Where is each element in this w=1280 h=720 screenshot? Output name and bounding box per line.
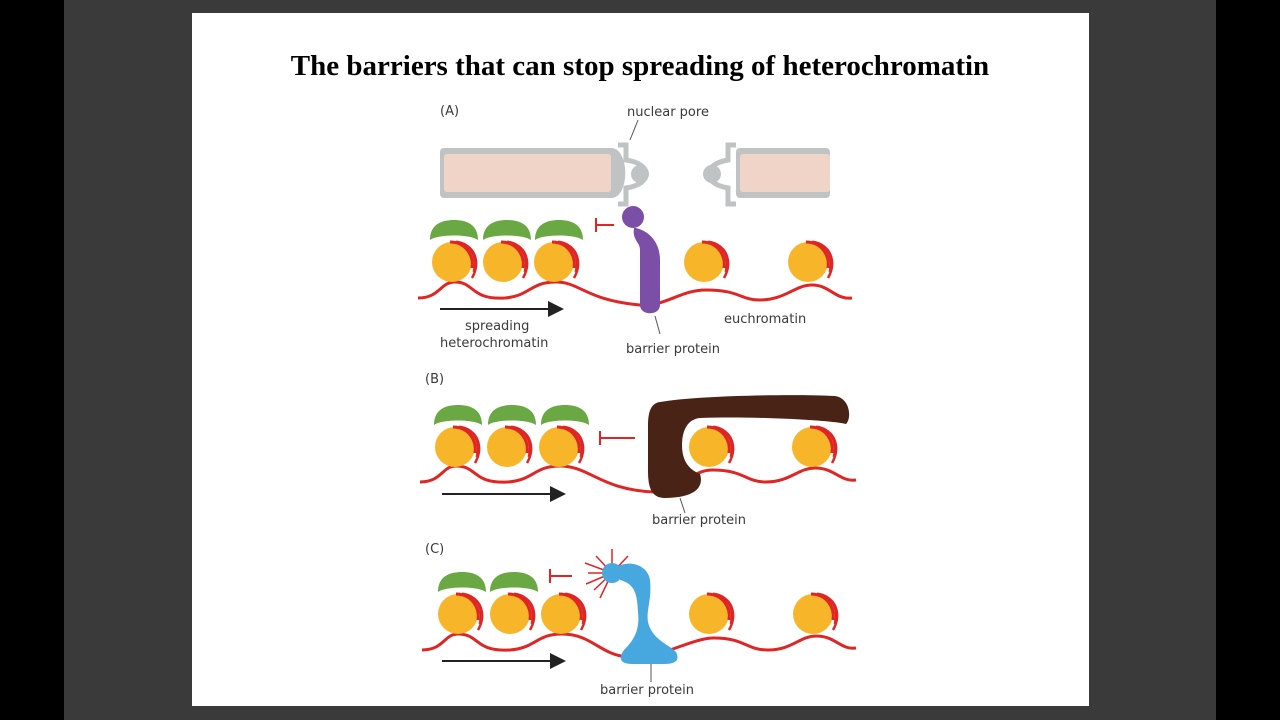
dna-strand-a bbox=[417, 280, 853, 307]
heterochromatin-protein bbox=[541, 405, 589, 425]
barrier-protein-label-b: barrier protein bbox=[652, 513, 746, 528]
heterochromatin-protein bbox=[490, 572, 538, 592]
nucleosome bbox=[532, 240, 580, 284]
heterochromatin-protein bbox=[483, 220, 531, 240]
heterochromatin-label: heterochromatin bbox=[440, 336, 548, 351]
panel-a: (A) nuclear pore bbox=[417, 104, 853, 357]
barrier-protein-a bbox=[622, 206, 660, 314]
barrier-leader-b bbox=[679, 497, 686, 514]
panel-a-letter: (A) bbox=[440, 104, 459, 119]
nucleosome bbox=[786, 240, 834, 284]
nuclear-pore-label: nuclear pore bbox=[627, 105, 709, 120]
panel-b-letter: (B) bbox=[425, 372, 444, 387]
nucleosome bbox=[488, 592, 536, 636]
barrier-protein-c bbox=[602, 563, 678, 664]
nuclear-envelope-right bbox=[703, 142, 830, 207]
spreading-label: spreading bbox=[465, 319, 529, 334]
nucleosome bbox=[481, 240, 529, 284]
inhibition-symbol bbox=[549, 569, 572, 583]
barrier-leader-a bbox=[654, 315, 661, 335]
nuclear-pore-leader bbox=[629, 119, 639, 141]
barrier-protein-label-a: barrier protein bbox=[626, 342, 720, 357]
nucleosome bbox=[687, 592, 735, 636]
euchromatin-label: euchromatin bbox=[724, 312, 806, 327]
heterochromatin-protein bbox=[438, 572, 486, 592]
inhibition-symbol bbox=[599, 431, 635, 445]
nucleosome bbox=[537, 425, 585, 469]
nucleosome bbox=[436, 592, 484, 636]
barrier-protein-b bbox=[648, 395, 850, 498]
heterochromatin-protein bbox=[488, 405, 536, 425]
panel-c-letter: (C) bbox=[425, 542, 444, 557]
slide-title: The barriers that can stop spreading of … bbox=[290, 50, 990, 82]
nucleosome bbox=[790, 425, 838, 469]
dna-strand-b bbox=[419, 464, 857, 494]
nucleosome bbox=[539, 592, 587, 636]
barrier-protein-label-c: barrier protein bbox=[600, 683, 694, 698]
nucleosome bbox=[687, 425, 735, 469]
nucleosome bbox=[485, 425, 533, 469]
nucleosome bbox=[433, 425, 481, 469]
nucleosome bbox=[430, 240, 478, 284]
panel-b: (B) barrier protein bbox=[419, 372, 857, 528]
heterochromatin-protein bbox=[434, 405, 482, 425]
inhibition-symbol bbox=[595, 218, 614, 232]
heterochromatin-protein bbox=[430, 220, 478, 240]
nuclear-envelope-left bbox=[440, 142, 649, 207]
panel-c: (C) barrier pro bbox=[421, 542, 857, 698]
nucleosome bbox=[791, 592, 839, 636]
nucleosome bbox=[682, 240, 730, 284]
heterochromatin-protein bbox=[535, 220, 583, 240]
